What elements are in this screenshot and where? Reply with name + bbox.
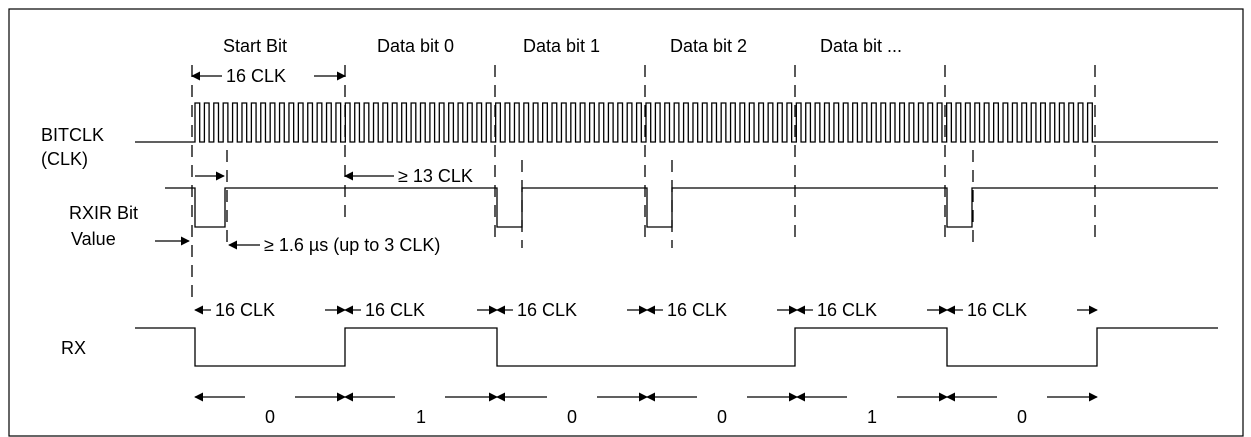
rx-period-3: 16 CLK [646,300,798,320]
header-start-bit: Start Bit [223,36,287,56]
bit-boundary-markers [191,65,1096,300]
bit-value-0: 0 [194,392,346,427]
rx-label: RX [61,338,86,358]
rxir-waveform [165,187,1218,228]
bit-value-label: 1 [416,407,426,427]
header-data-bit-1: Data bit 1 [523,36,600,56]
bit-value-annotations: 0 1 0 0 1 0 [194,392,1098,427]
rxir-label-line2: Value [71,229,116,249]
bitclk-waveform [135,102,1218,143]
bitclk-sublabel: (CLK) [41,149,88,169]
rx-period-1: 16 CLK [344,300,498,320]
bit-value-label: 0 [717,407,727,427]
rx-period-5: 16 CLK [946,300,1098,320]
header-data-bit-2: Data bit 2 [670,36,747,56]
rx-period-label: 16 CLK [817,300,877,320]
min-13-clk-label: ≥ 13 CLK [398,166,473,186]
bit-value-3: 0 [646,392,798,427]
rx-period-0: 16 CLK [194,300,346,320]
bit-value-1: 1 [344,392,498,427]
rx-period-4: 16 CLK [796,300,948,320]
bit-value-label: 0 [1017,407,1027,427]
header-data-bit-0: Data bit 0 [377,36,454,56]
bit-value-5: 0 [946,392,1098,427]
bit-value-label: 1 [867,407,877,427]
min-13-clk-annotation: ≥ 13 CLK [344,166,473,186]
rxir-label-line1: RXIR Bit [69,203,138,223]
bit-value-label: 0 [265,407,275,427]
header-data-bit-more: Data bit ... [820,36,902,56]
rx-period-label: 16 CLK [967,300,1027,320]
rx-period-2: 16 CLK [496,300,648,320]
bitclk-label: BITCLK [41,125,104,145]
start-bit-width-label: 16 CLK [226,66,286,86]
rx-waveform [135,327,1218,367]
min-pulse-width-annotation: ≥ 1.6 µs (up to 3 CLK) [155,235,440,255]
rx-period-label: 16 CLK [365,300,425,320]
min-pulse-width-label: ≥ 1.6 µs (up to 3 CLK) [264,235,440,255]
diagram-frame [8,8,1244,437]
start-bit-width-annotation: 16 CLK [191,66,346,86]
bit-value-2: 0 [496,392,648,427]
rx-bit-period-annotations: 16 CLK 16 CLK 16 CLK 16 CLK 16 CLK 16 CLK [194,300,1098,320]
rx-period-label: 16 CLK [667,300,727,320]
bit-value-label: 0 [567,407,577,427]
rx-period-label: 16 CLK [517,300,577,320]
rx-period-label: 16 CLK [215,300,275,320]
bit-value-4: 1 [796,392,948,427]
